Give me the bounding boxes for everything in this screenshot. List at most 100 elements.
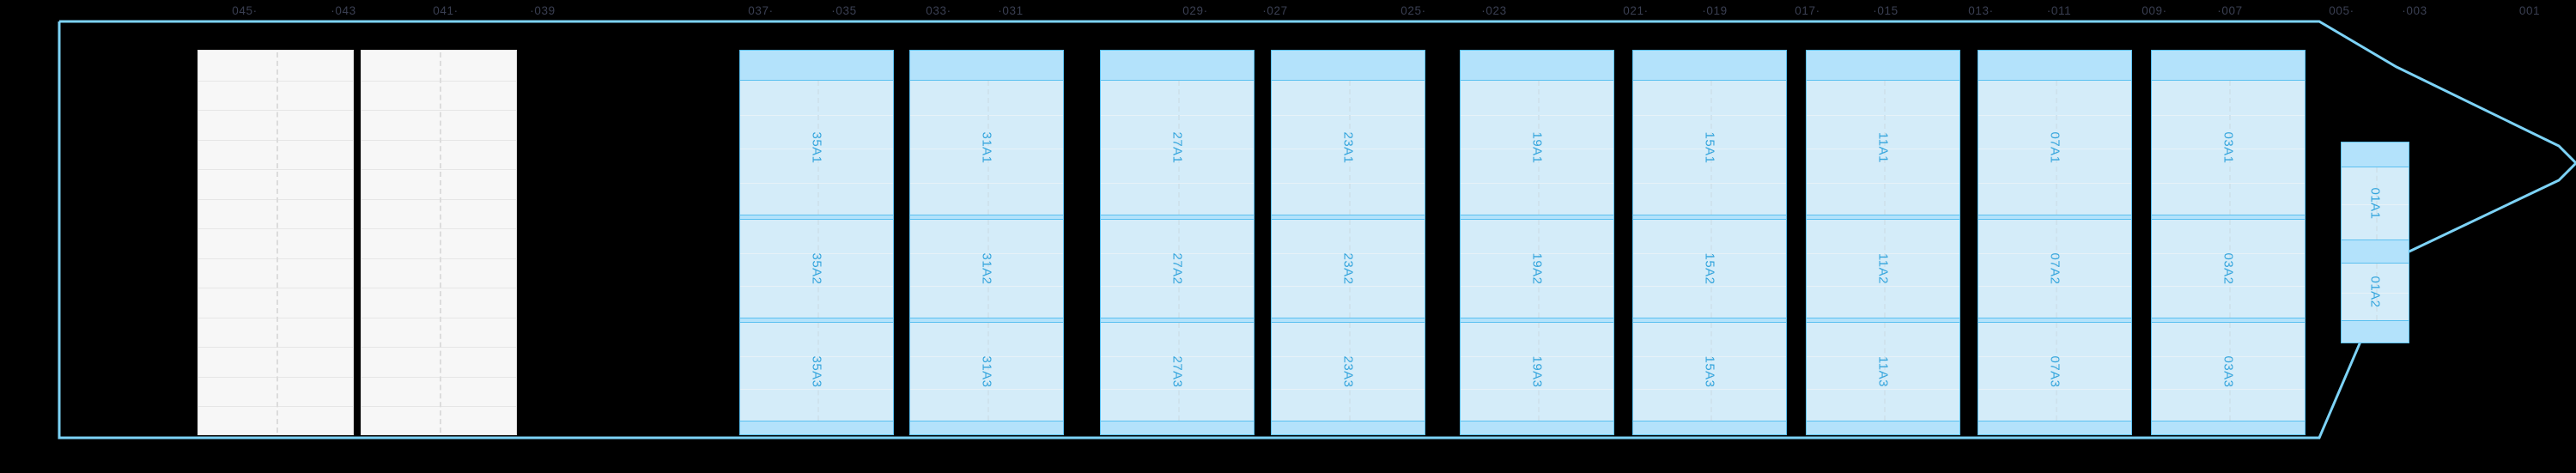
bay-number-label[interactable]: 009· bbox=[2142, 4, 2167, 17]
bay-section[interactable]: 15A3 bbox=[1633, 322, 1786, 421]
cell-row-divider bbox=[198, 198, 353, 200]
cell-row-divider bbox=[1807, 114, 1959, 116]
bay-section[interactable]: 31A3 bbox=[910, 322, 1063, 421]
bay-section[interactable]: 15A1 bbox=[1633, 80, 1786, 215]
cell-row-divider bbox=[910, 114, 1063, 116]
bay-number-label[interactable]: 041· bbox=[433, 4, 459, 17]
bay-section-label: 23A2 bbox=[1340, 252, 1356, 285]
bay-active-23A[interactable]: 23A1 23A2 23A3 bbox=[1271, 50, 1425, 435]
bay-idle-043[interactable] bbox=[197, 50, 354, 435]
bay-number-label[interactable]: 013· bbox=[1968, 4, 1994, 17]
bay-section[interactable]: 07A1 bbox=[1978, 80, 2131, 215]
cell-row-divider bbox=[910, 389, 1063, 391]
bay-number-label[interactable]: 045· bbox=[232, 4, 258, 17]
bay-section[interactable]: 03A2 bbox=[2152, 219, 2305, 318]
bay-number-label[interactable]: 021· bbox=[1623, 4, 1649, 17]
bay-section[interactable]: 11A2 bbox=[1807, 219, 1959, 318]
bay-section-label: 11A1 bbox=[1875, 132, 1891, 163]
cell-row-divider bbox=[361, 80, 516, 82]
bay-number-label[interactable]: 037· bbox=[748, 4, 774, 17]
bay-section[interactable]: 27A3 bbox=[1101, 322, 1254, 421]
bay-number-label[interactable]: ·003 bbox=[2402, 4, 2427, 17]
bay-centerline bbox=[2376, 264, 2378, 320]
bay-number-label[interactable]: ·015 bbox=[1873, 4, 1899, 17]
bay-number-label[interactable]: ·035 bbox=[831, 4, 857, 17]
bay-number-label[interactable]: ·011 bbox=[2046, 4, 2072, 17]
bay-number-label[interactable]: ·043 bbox=[331, 4, 356, 17]
bay-number-label[interactable]: ·039 bbox=[530, 4, 556, 17]
cell-row-divider bbox=[1978, 252, 2131, 254]
bay-centerline bbox=[1178, 220, 1180, 318]
bay-section[interactable]: 31A2 bbox=[910, 219, 1063, 318]
bay-centerline bbox=[1710, 323, 1712, 421]
bay-section[interactable]: 03A1 bbox=[2152, 80, 2305, 215]
bay-number-label[interactable]: 001 bbox=[2518, 4, 2541, 17]
bay-centerline bbox=[1710, 220, 1712, 318]
bay-number-label[interactable]: ·019 bbox=[1702, 4, 1728, 17]
bay-number-label[interactable]: 025· bbox=[1400, 4, 1426, 17]
bay-centerline bbox=[2056, 323, 2057, 421]
bay-centerline bbox=[817, 323, 819, 421]
cell-row-divider bbox=[1978, 182, 2131, 184]
cell-row-divider bbox=[1272, 286, 1425, 288]
bay-section-label: 31A3 bbox=[979, 355, 994, 388]
bay-number-label[interactable]: 005· bbox=[2329, 4, 2354, 17]
cell-row-divider bbox=[740, 252, 893, 254]
cell-row-divider bbox=[1461, 182, 1613, 184]
bay-section[interactable]: 07A3 bbox=[1978, 322, 2131, 421]
cell-row-divider bbox=[198, 347, 353, 349]
bay-section[interactable]: 31A1 bbox=[910, 80, 1063, 215]
cell-row-divider bbox=[1272, 389, 1425, 391]
bay-section-label: 23A1 bbox=[1340, 131, 1356, 164]
bay-section[interactable]: 35A2 bbox=[740, 219, 893, 318]
bay-section-label: 31A1 bbox=[979, 131, 994, 164]
bay-section-label: 27A1 bbox=[1170, 131, 1185, 164]
bay-section[interactable]: 01A2 bbox=[2342, 263, 2409, 321]
bay-section[interactable]: 27A2 bbox=[1101, 219, 1254, 318]
bay-section[interactable]: 23A1 bbox=[1272, 80, 1425, 215]
bay-number-label[interactable]: ·031 bbox=[998, 4, 1024, 17]
cell-row-divider bbox=[1633, 389, 1786, 391]
bay-section[interactable]: 23A3 bbox=[1272, 322, 1425, 421]
bay-active-31A[interactable]: 31A1 31A2 31A3 bbox=[909, 50, 1064, 435]
bay-centerline bbox=[1884, 220, 1886, 318]
bay-active-01A[interactable]: 01A1 01A2 bbox=[2341, 142, 2409, 343]
bay-number-label[interactable]: 017· bbox=[1795, 4, 1820, 17]
cell-row-divider bbox=[1461, 252, 1613, 254]
bay-number-label[interactable]: 033· bbox=[926, 4, 951, 17]
cell-row-divider bbox=[910, 355, 1063, 357]
bay-section-label: 15A3 bbox=[1702, 355, 1717, 388]
bay-idle-039[interactable] bbox=[361, 50, 517, 435]
bay-section[interactable]: 23A2 bbox=[1272, 219, 1425, 318]
bay-centerline bbox=[1349, 220, 1351, 318]
bay-number-label[interactable]: ·007 bbox=[2217, 4, 2243, 17]
bay-number-label[interactable]: 029· bbox=[1182, 4, 1208, 17]
bay-section-label: 15A2 bbox=[1702, 252, 1717, 285]
bay-section[interactable]: 27A1 bbox=[1101, 80, 1254, 215]
bay-section[interactable]: 11A1 bbox=[1807, 80, 1959, 215]
bay-section[interactable]: 01A1 bbox=[2342, 167, 2409, 240]
bay-number-label[interactable]: ·023 bbox=[1481, 4, 1507, 17]
bay-section[interactable]: 11A3 bbox=[1807, 322, 1959, 421]
bay-number-label[interactable]: ·027 bbox=[1262, 4, 1288, 17]
bay-section[interactable]: 19A3 bbox=[1461, 322, 1613, 421]
bay-section[interactable]: 07A2 bbox=[1978, 219, 2131, 318]
bay-section[interactable]: 19A1 bbox=[1461, 80, 1613, 215]
cell-row-divider bbox=[1101, 389, 1254, 391]
cell-row-divider bbox=[2152, 182, 2305, 184]
bay-section[interactable]: 35A1 bbox=[740, 80, 893, 215]
bay-section[interactable]: 19A2 bbox=[1461, 219, 1613, 318]
bay-section[interactable]: 03A3 bbox=[2152, 322, 2305, 421]
cell-row-divider bbox=[1461, 355, 1613, 357]
bay-section[interactable]: 35A3 bbox=[740, 322, 893, 421]
cell-row-divider bbox=[198, 406, 353, 408]
bay-active-15A[interactable]: 15A1 15A2 15A3 bbox=[1632, 50, 1787, 435]
cell-row-divider bbox=[1807, 182, 1959, 184]
bay-section[interactable]: 15A2 bbox=[1633, 219, 1786, 318]
